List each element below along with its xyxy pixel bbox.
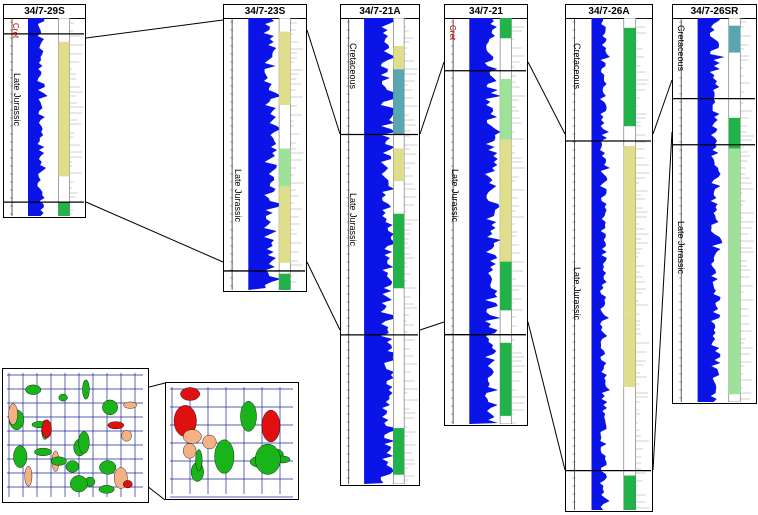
correlation-line [419,321,445,331]
well-log-track [4,18,85,217]
facies-interval [500,139,512,262]
well-title: 34/7-23S [224,5,306,19]
facies-interval [500,261,512,311]
gamma-ray-log [697,18,725,402]
field-outline [261,409,281,443]
correlation-line [652,79,673,135]
field-outline [82,379,90,400]
facies-interval [393,213,405,289]
field-outline [195,449,203,472]
well-log-track [445,18,527,425]
well-log-track [673,18,756,403]
field-outline [78,431,90,454]
field-outline [34,447,52,456]
field-outline [13,445,28,468]
correlation-line [306,261,341,331]
well-log-track [566,18,652,511]
field-outline [122,480,133,489]
zoom-map [165,382,299,500]
gamma-ray-log [248,18,283,290]
zone-label: Late Jurassic [572,267,582,321]
correlation-line [306,29,341,135]
field-outline [107,421,125,430]
correlation-line [85,201,224,263]
facies-interval [728,25,741,53]
zone-label: Late Jurassic [12,73,22,127]
correlation-line [652,131,673,471]
zone-label: Cretaceous [676,25,686,72]
field-outline [123,401,138,409]
zone-label: Late Jurassic [676,221,686,275]
facies-interval [728,117,741,149]
gamma-ray-log [28,18,48,216]
facies-interval [393,69,405,135]
facies-interval [58,41,70,127]
field-outline [41,419,52,439]
well-title: 34/7-21 [445,5,527,19]
facies-interval [279,186,291,263]
facies-interval [623,313,636,387]
stratigraphy-label-red: Cret [11,23,20,39]
zone-label: Late Jurassic [348,193,358,247]
overview-map [2,368,149,503]
facies-interval [500,78,512,140]
zone-label: Cretaceous [348,43,358,90]
gamma-ray-log [469,18,502,424]
facies-interval [393,428,405,475]
zone-label: Late Jurassic [450,169,460,223]
zone-label: Late Jurassic [233,169,243,223]
facies-interval [58,126,70,177]
well-panel-34-7-23S[interactable]: 34/7-23S Late Jurassic [223,4,307,292]
field-outline [182,443,197,459]
field-outline [182,429,202,444]
well-log-track [224,18,306,291]
well-panel-34-7-29S[interactable]: 34/7-29S Cret Late Jurassic [3,4,86,218]
facies-interval [279,31,291,106]
well-panel-34-7-21A[interactable]: 34/7-21A Cretaceous Late Jurassic [340,4,420,486]
well-panel-34-7-26A[interactable]: 34/7-26A Cretaceous Late Jurassic [565,4,653,512]
facies-interval [728,148,741,395]
correlation-line [419,61,445,135]
field-outline [65,460,80,473]
well-title: 34/7-29S [4,5,85,19]
field-outline [180,387,200,401]
facies-interval [393,45,405,70]
field-outline [202,434,217,450]
correlation-line [527,321,566,471]
field-outline [8,403,18,425]
well-title: 34/7-26A [566,5,652,19]
well-panel-34-7-26SR[interactable]: 34/7-26SR Cretaceous Late Jurassic [672,4,757,404]
field-outline [50,456,67,466]
facies-interval [500,18,512,39]
facies-interval [623,27,636,127]
field-outline [102,399,118,416]
facies-interval [58,202,70,216]
stratigraphy-label-red: Cret [448,25,457,41]
field-outline [24,466,33,487]
well-log-track [341,18,419,485]
field-outline [121,429,132,442]
field-outline [255,443,281,475]
field-outline [70,475,88,493]
facies-interval [623,145,636,314]
facies-interval [500,342,512,416]
well-title: 34/7-26SR [673,5,756,19]
field-outline [98,485,115,494]
zone-label: Cretaceous [572,43,582,90]
well-title: 34/7-21A [341,5,419,19]
facies-interval [393,148,405,182]
gamma-ray-log [591,18,610,510]
well-panel-34-7-21[interactable]: 34/7-21 Cret Late Jurassic [444,4,528,426]
correlation-line [527,61,566,135]
field-outline [99,460,117,475]
field-outline [214,439,235,474]
facies-interval [623,475,636,510]
correlation-line [85,19,224,39]
field-outline [240,401,257,432]
field-outline [58,393,68,402]
field-outline [25,384,42,395]
facies-interval [279,273,291,290]
facies-interval [279,148,291,187]
